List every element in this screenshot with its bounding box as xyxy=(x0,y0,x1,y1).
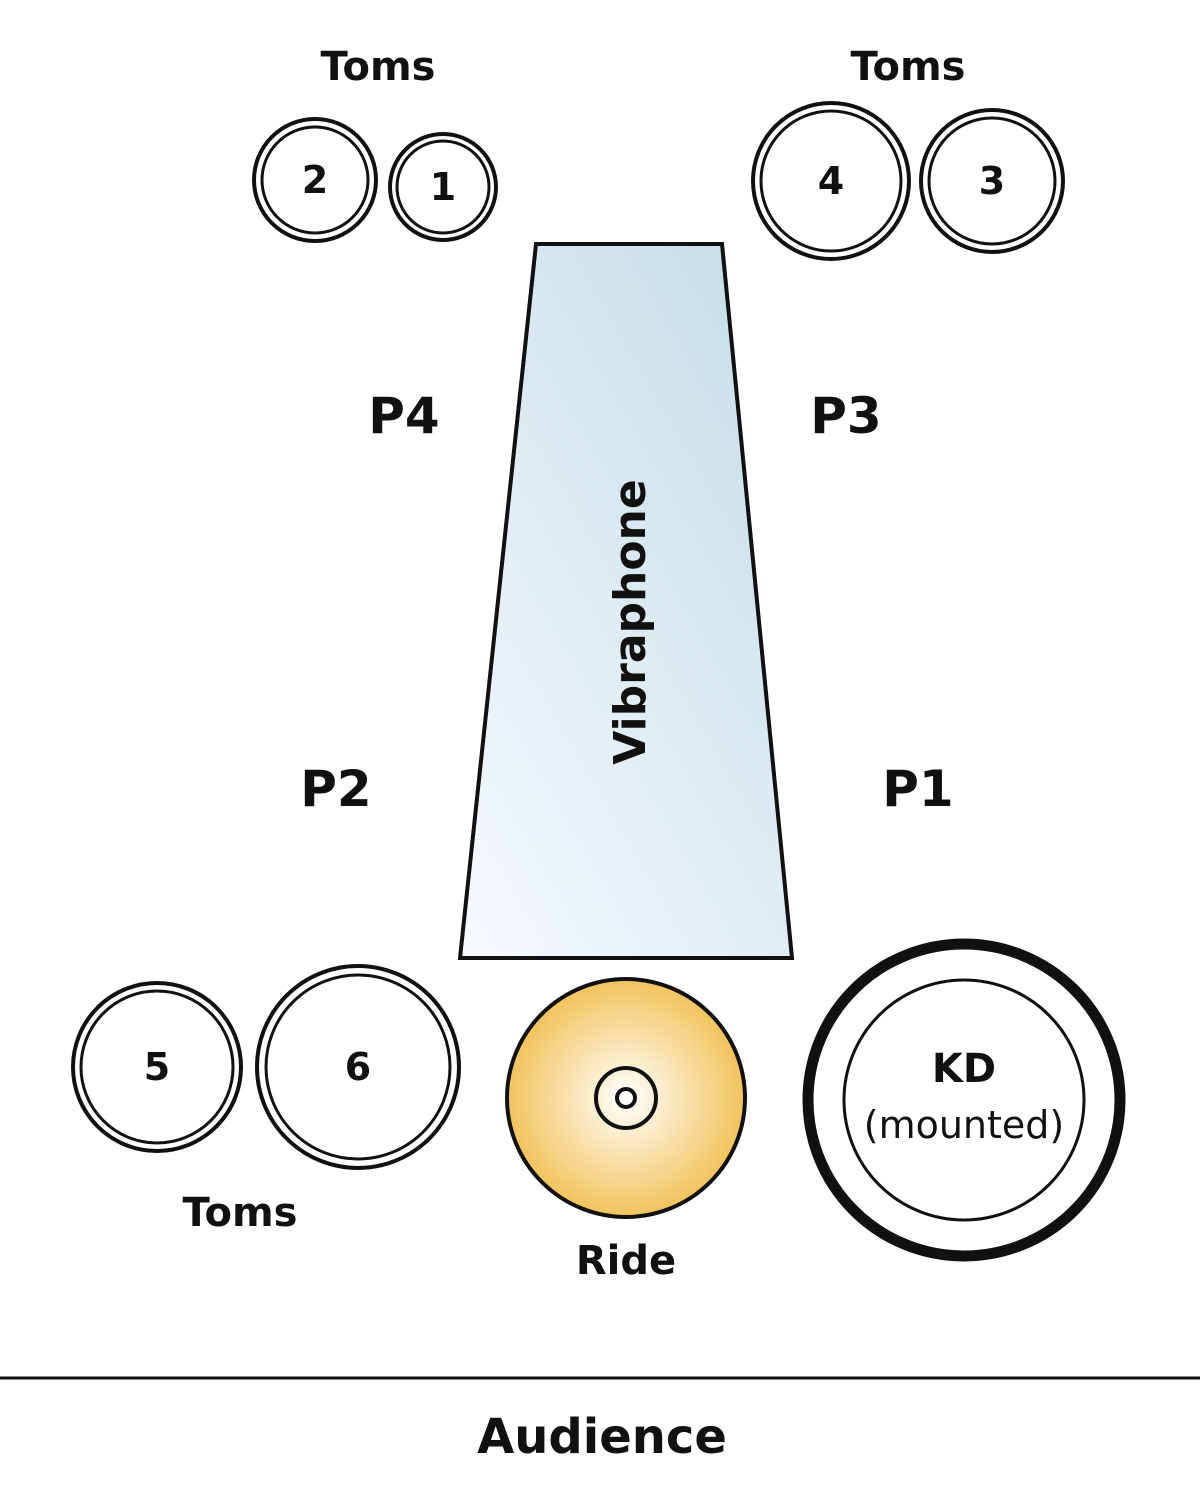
vibraphone: Vibraphone xyxy=(457,242,795,960)
tom-1-label: 1 xyxy=(430,165,456,209)
tom-3-label: 3 xyxy=(979,159,1005,203)
kick-drum-note: (mounted) xyxy=(864,1103,1064,1147)
kick-drum-label: KD xyxy=(932,1046,996,1092)
player-p4-label: P4 xyxy=(368,387,439,445)
vibraphone-label: Vibraphone xyxy=(605,479,656,764)
ride-cymbal xyxy=(505,977,747,1219)
tom-4: 4 xyxy=(751,101,911,261)
player-p2-label: P2 xyxy=(300,760,371,818)
tom-6-label: 6 xyxy=(345,1045,371,1089)
player-p1-label: P1 xyxy=(882,760,953,818)
tom-5-label: 5 xyxy=(144,1045,170,1089)
toms-bottom-left-label: Toms xyxy=(183,1190,298,1236)
player-p3-label: P3 xyxy=(810,387,881,445)
tom-2: 2 xyxy=(252,117,378,243)
toms-top-left-label: Toms xyxy=(321,44,436,90)
vibraphone-shape xyxy=(457,242,795,960)
tom-6: 6 xyxy=(255,964,461,1170)
tom-5: 5 xyxy=(71,981,243,1153)
toms-top-right-label: Toms xyxy=(851,44,966,90)
tom-2-label: 2 xyxy=(302,158,328,202)
ride-bell-icon xyxy=(594,1066,658,1130)
tom-3: 3 xyxy=(919,108,1065,254)
kick-drum: KD (mounted) xyxy=(802,938,1126,1262)
ride-label: Ride xyxy=(576,1238,676,1284)
tom-4-label: 4 xyxy=(818,159,844,203)
tom-1: 1 xyxy=(388,132,498,242)
audience-label: Audience xyxy=(477,1409,727,1465)
